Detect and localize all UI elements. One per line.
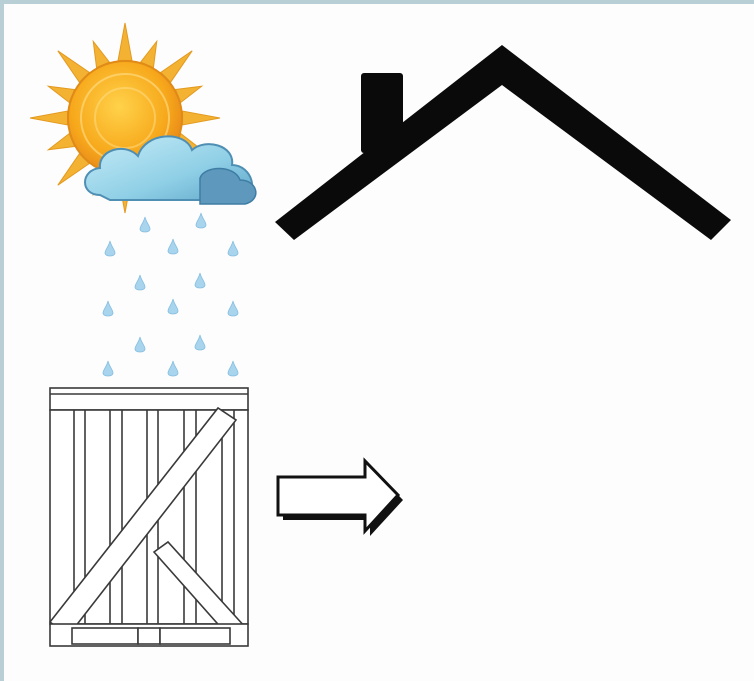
raindrop-icon bbox=[227, 240, 239, 257]
raindrop-icon bbox=[139, 216, 151, 233]
raindrop-icon bbox=[195, 212, 207, 229]
sun-ray bbox=[182, 110, 221, 126]
raindrop-icon bbox=[227, 300, 239, 317]
raindrop-icon bbox=[227, 360, 239, 377]
sun-ray bbox=[117, 22, 133, 61]
raindrop-icon bbox=[194, 334, 206, 351]
raindrop-icon bbox=[134, 336, 146, 353]
raindrop-icon bbox=[102, 360, 114, 377]
right-arrow-icon bbox=[276, 457, 403, 536]
raindrop-icon bbox=[104, 240, 116, 257]
raindrop-icon bbox=[102, 300, 114, 317]
raindrop-icon bbox=[194, 272, 206, 289]
raindrop-icon bbox=[134, 274, 146, 291]
raindrops bbox=[102, 212, 239, 377]
raindrop-icon bbox=[167, 360, 179, 377]
raindrop-icon bbox=[167, 298, 179, 315]
raindrop-icon bbox=[167, 238, 179, 255]
wooden-crate-icon bbox=[48, 387, 249, 647]
sun-ray bbox=[29, 110, 68, 126]
rain-cloud-icon bbox=[84, 135, 257, 205]
roof-with-chimney-icon bbox=[275, 45, 731, 240]
